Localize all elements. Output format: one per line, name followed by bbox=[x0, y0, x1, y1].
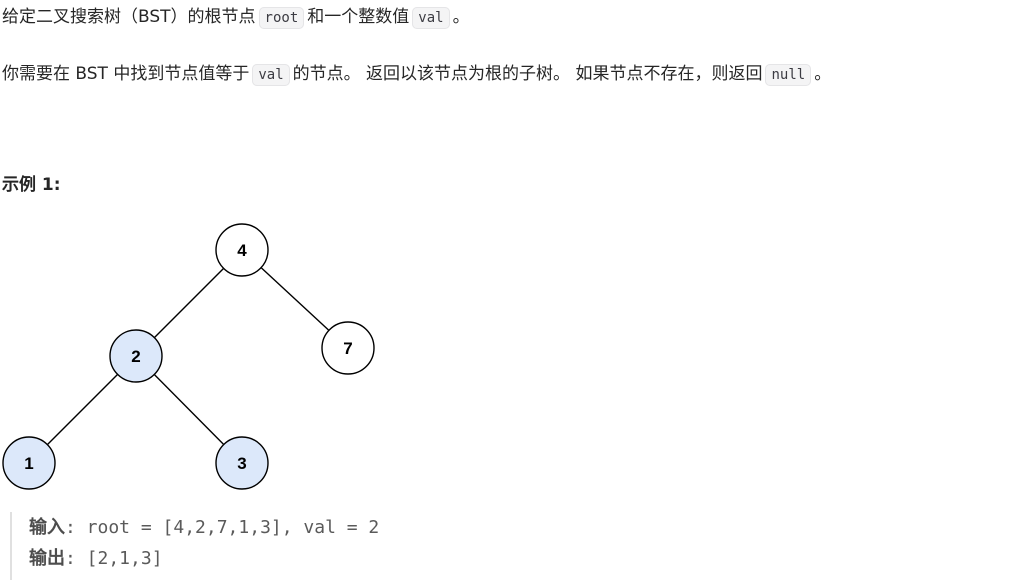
tree-node-label: 3 bbox=[237, 454, 246, 473]
tree-node-circle bbox=[321, 321, 375, 375]
desc-text: 。 bbox=[452, 7, 470, 27]
input-label: 输入 bbox=[29, 517, 65, 538]
tree-node-label: 4 bbox=[237, 241, 247, 260]
tree-node-label: 2 bbox=[131, 347, 140, 366]
output-value: : [2,1,3] bbox=[65, 548, 163, 569]
tree-node-label: 7 bbox=[343, 339, 352, 358]
tree-nodes: 4 2 7 1 3 bbox=[2, 223, 375, 490]
desc-text: 你需要在 BST 中找到节点值等于 bbox=[2, 64, 250, 84]
tree-edge bbox=[260, 267, 330, 331]
inline-code-val: val bbox=[412, 7, 450, 29]
tree-node-circle bbox=[2, 436, 56, 490]
tree-edge bbox=[153, 267, 225, 339]
bst-diagram: 4 2 7 1 3 bbox=[2, 223, 375, 490]
inline-code-null: null bbox=[765, 64, 812, 86]
tree-edges bbox=[46, 267, 330, 446]
desc-text: 给定二叉搜索树（BST）的根节点 bbox=[2, 7, 256, 27]
inline-code-val: val bbox=[252, 64, 290, 86]
tree-node-circle bbox=[215, 223, 269, 277]
tree-edge bbox=[153, 373, 225, 446]
input-value: : root = [4,2,7,1,3], val = 2 bbox=[65, 517, 380, 538]
tree-node-2: 2 bbox=[109, 329, 163, 383]
tree-node-circle bbox=[215, 436, 269, 490]
tree-edge bbox=[46, 373, 119, 446]
tree-node-1: 1 bbox=[2, 436, 56, 490]
output-label: 输出 bbox=[29, 548, 65, 569]
desc-text: 和一个整数值 bbox=[307, 7, 410, 27]
desc-text: 的节点。 返回以该节点为根的子树。 如果节点不存在，则返回 bbox=[292, 64, 763, 84]
tree-node-7: 7 bbox=[321, 321, 375, 375]
inline-code-root: root bbox=[258, 7, 305, 29]
tree-node-circle bbox=[109, 329, 163, 383]
tree-node-4: 4 bbox=[215, 223, 269, 277]
tree-node-label: 1 bbox=[24, 454, 33, 473]
tree-node-3: 3 bbox=[215, 436, 269, 490]
example-title: 示例 1: bbox=[2, 175, 61, 195]
example-io-block: 输入: root = [4,2,7,1,3], val = 2 输出: [2,1… bbox=[10, 512, 379, 580]
desc-text: 。 bbox=[814, 64, 832, 84]
